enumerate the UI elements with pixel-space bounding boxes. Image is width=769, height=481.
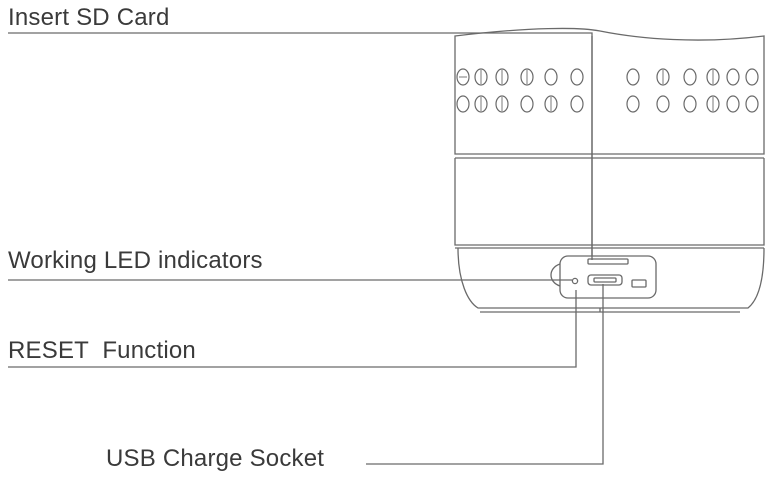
leader-line-sd-card — [8, 32, 593, 260]
label-working-led-indicators: Working LED indicators — [8, 247, 263, 274]
vent-holes — [456, 68, 759, 113]
led-indicator — [571, 277, 579, 285]
label-usb-charge-socket: USB Charge Socket — [106, 445, 325, 472]
usb-port-inner — [593, 277, 617, 283]
leader-lines — [8, 32, 604, 465]
sd-card-slot — [587, 258, 629, 265]
middle-band-outline — [454, 158, 765, 246]
leader-line-usb — [366, 284, 604, 465]
reset-button — [631, 279, 647, 288]
top-band-outline — [454, 27, 765, 155]
label-insert-sd-card: Insert SD Card — [8, 4, 170, 31]
label-reset-function: RESET Function — [8, 337, 196, 364]
usb-port — [587, 274, 623, 286]
leader-line-reset — [8, 290, 577, 368]
port-panel-bump — [550, 263, 561, 287]
base-outline — [457, 247, 765, 309]
port-panel — [559, 255, 657, 299]
